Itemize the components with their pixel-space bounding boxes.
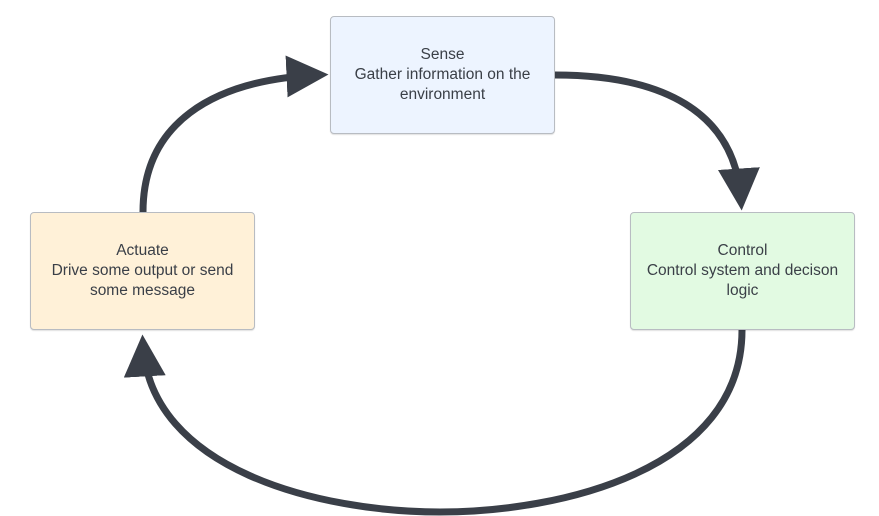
arrow-sense-to-control — [554, 71, 760, 211]
arrow-control-to-actuate — [123, 329, 746, 516]
node-sense[interactable]: Sense Gather information on the environm… — [330, 16, 555, 134]
node-actuate[interactable]: Actuate Drive some output or send some m… — [30, 212, 255, 330]
node-title: Sense — [420, 46, 465, 63]
node-description: Gather information on the environment — [354, 66, 531, 103]
node-description: Drive some output or send some message — [51, 262, 234, 299]
node-control[interactable]: Control Control system and decison logic — [630, 212, 855, 330]
node-title: Actuate — [116, 242, 169, 259]
node-description: Control system and decison logic — [646, 262, 839, 299]
arrow-actuate-to-sense — [139, 55, 329, 213]
node-title: Control — [717, 242, 768, 259]
